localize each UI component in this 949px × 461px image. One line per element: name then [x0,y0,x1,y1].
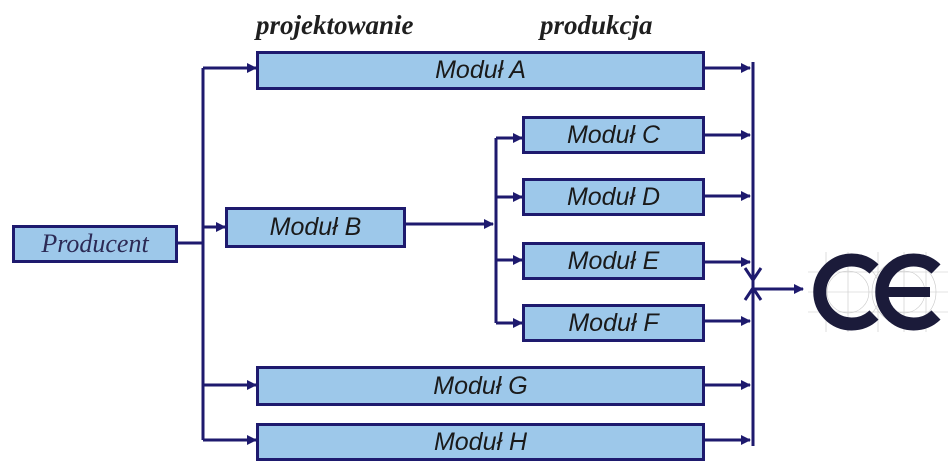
phase-label-production: produkcja [540,10,653,40]
module-c-box: Moduł C [522,116,705,154]
module-d-box: Moduł D [522,178,705,216]
module-h-box: Moduł H [256,423,705,461]
module-a-box: Moduł A [256,51,705,90]
module-e-box: Moduł E [522,242,705,280]
producer-box: Producent [12,225,178,263]
module-b-box: Moduł B [225,207,406,248]
module-g-box: Moduł G [256,366,705,406]
module-f-box: Moduł F [522,304,705,342]
converge-chevrons [743,267,763,301]
phase-label-design: projektowanie [256,10,414,40]
ce-marking-icon [808,252,948,332]
